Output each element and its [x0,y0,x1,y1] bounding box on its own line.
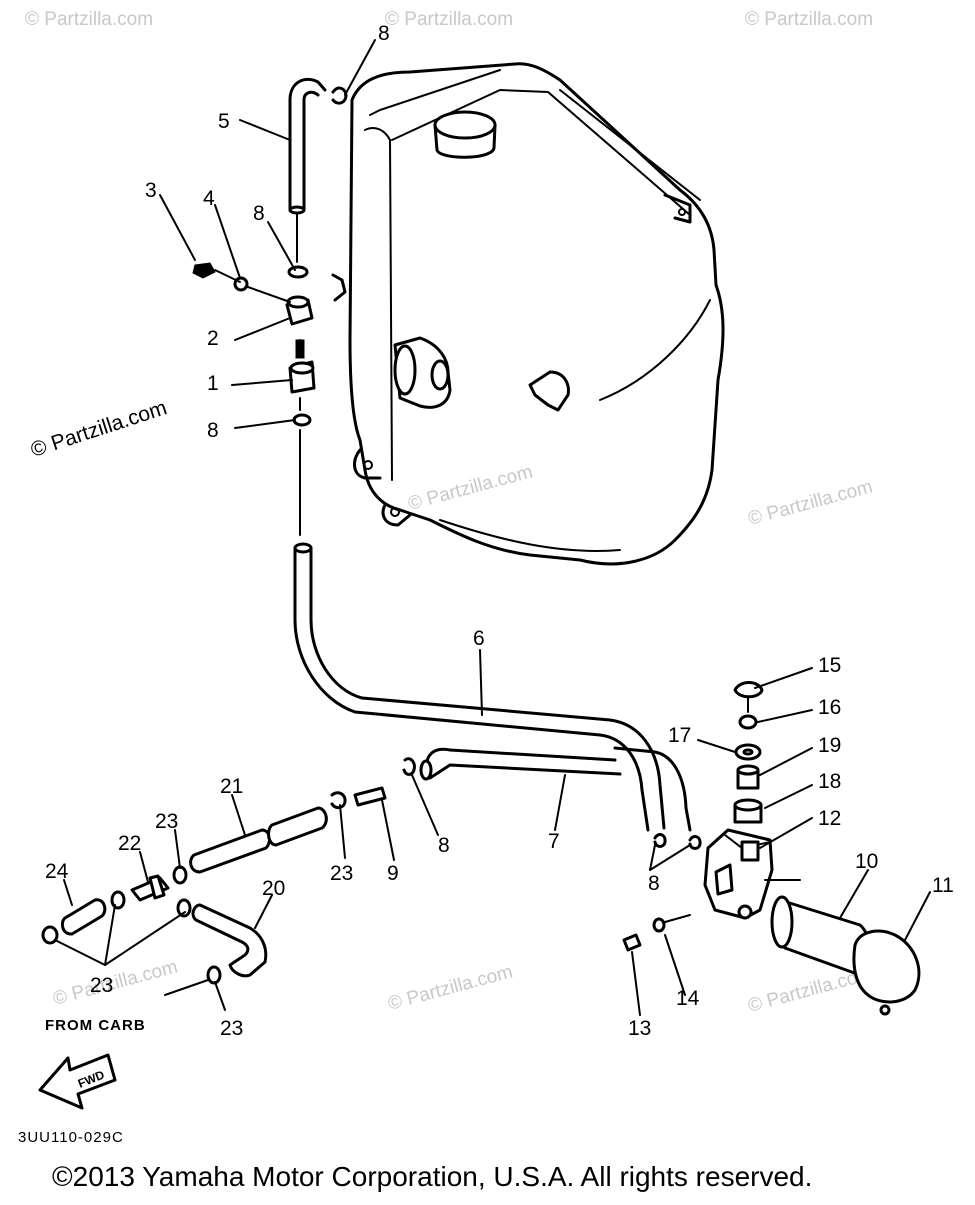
fuel-hose-7 [419,747,622,781]
vent-hose [288,77,348,263]
fwd-arrow: FWD [38,1053,117,1110]
callout-3: 3 [145,179,157,202]
callout-19: 19 [818,734,841,757]
callout-21: 21 [220,775,243,798]
callout-24: 24 [45,860,69,883]
diagram-code: 3UU110-029C [18,1129,124,1146]
callout-7: 7 [548,830,560,853]
callout-23-c: 23 [90,974,113,997]
joint-9-assembly [330,757,416,810]
callout-8-pump: 8 [648,872,660,895]
callout-22: 22 [118,832,141,855]
callout-15: 15 [818,654,841,677]
leader-lines [54,39,931,1016]
watermark: © Partzilla.com [386,961,515,1014]
callout-23-d: 23 [220,1017,243,1040]
callout-8-vent: 8 [253,202,265,225]
callout-1: 1 [207,372,219,395]
callout-23-a: 23 [155,810,178,833]
callout-8-hose: 8 [438,834,450,857]
fuel-cock-assembly [192,262,316,536]
watermark: © Partzilla.com [406,461,535,514]
callout-8-top: 8 [378,22,390,45]
callout-12: 12 [818,807,841,830]
watermark: © Partzilla.com [385,9,513,30]
watermark: © Partzilla.com [25,9,153,30]
callout-23-b: 23 [330,862,353,885]
callout-14: 14 [676,987,700,1010]
callout-6: 6 [473,627,485,650]
callout-16: 16 [818,696,841,719]
callout-20: 20 [262,877,285,900]
hose-21 [189,806,328,874]
watermark: © Partzilla.com [51,956,180,1009]
callout-9: 9 [387,862,399,885]
watermark: © Partzilla.com [746,476,875,529]
callout-4: 4 [203,187,215,210]
watermark: © Partzilla.com [745,9,873,30]
callout-2: 2 [207,327,219,350]
callout-11: 11 [932,874,954,897]
callout-8-petcock: 8 [207,419,219,442]
callout-17: 17 [668,724,691,747]
fuel-hose-6 [293,542,692,832]
copyright-notice: ©2013 Yamaha Motor Corporation, U.S.A. A… [52,1161,812,1192]
callout-5: 5 [218,110,230,133]
callout-13: 13 [628,1017,651,1040]
carb-hose-assembly [41,865,268,996]
callout-18: 18 [818,770,841,793]
fuel-tank [331,62,725,566]
callout-numbers: 1 2 3 4 5 6 7 8 8 8 8 8 8 9 10 11 12 13 … [45,22,954,1040]
callout-10: 10 [855,850,878,873]
from-carb-label: FROM CARB [45,1017,146,1034]
fuel-pump-assembly [622,681,921,1016]
